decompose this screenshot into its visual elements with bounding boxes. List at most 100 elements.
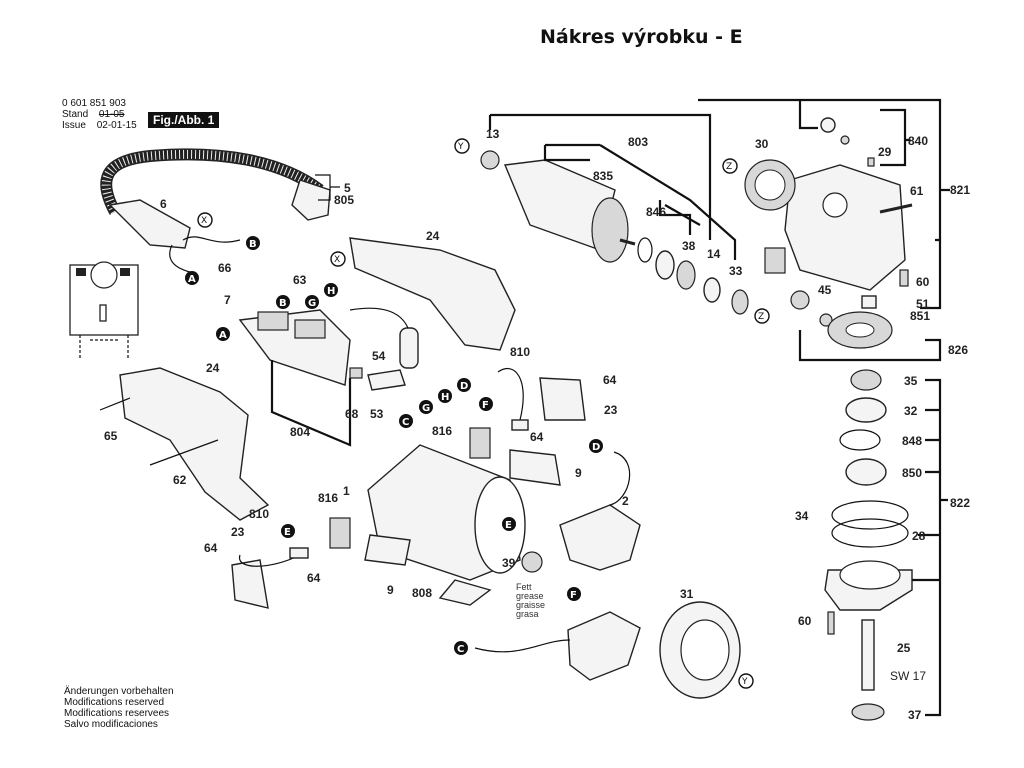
svg-text:C: C [402, 417, 409, 428]
part-label: 810 [510, 345, 530, 359]
stand-label: Stand [62, 109, 89, 120]
connector-z: Z [754, 308, 770, 324]
part-label: 5 [344, 181, 351, 195]
connector-x: X [197, 212, 213, 228]
connector-d: D [589, 439, 603, 453]
svg-text:Y: Y [457, 142, 464, 152]
connector-x: X [330, 251, 346, 267]
part-number: 0 601 851 903 [62, 98, 126, 109]
issue-label: Issue [62, 120, 86, 131]
connector-a: A [185, 271, 199, 285]
part-label: 30 [755, 137, 769, 151]
part-label: 68 [345, 407, 359, 421]
connector-h: H [438, 389, 452, 403]
part-label: 810 [249, 507, 269, 521]
svg-text:G: G [422, 403, 430, 414]
part-label: 850 [902, 466, 922, 480]
footer-line: Modifications reservees [64, 708, 170, 719]
part-label: 840 [908, 134, 928, 148]
part-label: 25 [897, 641, 911, 655]
part-label: 33 [729, 264, 743, 278]
svg-text:Z: Z [726, 162, 732, 172]
page-title: Nákres výrobku - E [540, 26, 743, 48]
issue-value: 02-01-15 [96, 120, 137, 131]
svg-text:G: G [308, 298, 316, 309]
part-label: 23 [231, 525, 245, 539]
part-label: 63 [293, 273, 307, 287]
part-label: 804 [290, 425, 310, 439]
part-label: 13 [486, 127, 500, 141]
connector-a: A [216, 327, 230, 341]
grease-note: Fett grease graisse grasa [516, 582, 545, 619]
power-cord [100, 148, 331, 273]
connector-h: H [324, 283, 338, 297]
part-label: 851 [910, 309, 930, 323]
svg-text:A: A [188, 274, 196, 285]
connector-g: G [305, 295, 319, 309]
part-label: 31 [680, 587, 694, 601]
part-label: 64 [530, 430, 544, 444]
connector-c: C [399, 414, 413, 428]
part-labels: 13 803 835 846 38 14 33 30 840 29 821 61… [104, 127, 970, 722]
svg-text:H: H [441, 392, 449, 403]
svg-text:A: A [219, 330, 227, 341]
part-label: 24 [206, 361, 220, 375]
connector-e: E [502, 517, 516, 531]
wiring-schematic [69, 261, 139, 360]
part-label: 14 [707, 247, 721, 261]
part-label: 816 [432, 424, 452, 438]
connector-d: D [457, 378, 471, 392]
svg-text:grasa: grasa [516, 609, 539, 619]
stand-value: 01-05 [98, 109, 125, 120]
part-label: 846 [646, 205, 666, 219]
gear-housing [744, 117, 913, 327]
connector-f: F [479, 397, 493, 411]
rear-handle-top [349, 237, 516, 351]
footer-line: Salvo modificaciones [64, 719, 158, 730]
part-label: 54 [372, 349, 386, 363]
part-label: 51 [916, 297, 930, 311]
part-label: 39 [502, 556, 516, 570]
svg-text:D: D [592, 442, 600, 453]
part-label: 62 [173, 473, 187, 487]
svg-text:C: C [457, 644, 464, 655]
svg-text:grease: grease [516, 591, 544, 601]
svg-text:D: D [460, 381, 468, 392]
part-label: 24 [426, 229, 440, 243]
part-label: 6 [160, 197, 167, 211]
part-label: 64 [307, 571, 321, 585]
svg-text:Fett: Fett [516, 582, 532, 592]
figure-badge: Fig./Abb. 1 [148, 112, 220, 128]
part-label: 38 [682, 239, 696, 253]
svg-text:Y: Y [741, 677, 748, 687]
part-label: 816 [318, 491, 338, 505]
connector-c: C [454, 641, 468, 655]
part-label: 805 [334, 193, 354, 207]
part-label: 808 [412, 586, 432, 600]
side-handle [119, 367, 270, 521]
connector-g: G [419, 400, 433, 414]
part-label: 1 [343, 484, 350, 498]
svg-text:E: E [284, 527, 291, 538]
part-label: 29 [878, 145, 892, 159]
part-label: 822 [950, 496, 970, 510]
part-label: 848 [902, 434, 922, 448]
part-label: 66 [218, 261, 232, 275]
part-label: 53 [370, 407, 384, 421]
svg-text:B: B [279, 298, 287, 309]
connector-y: Y [454, 138, 470, 154]
part-label: 2 [622, 494, 629, 508]
part-label: 826 [948, 343, 968, 357]
connector-b: B [246, 236, 260, 250]
switch-assembly [238, 307, 419, 447]
svg-text:Z: Z [758, 312, 764, 322]
svg-text:E: E [505, 520, 512, 531]
svg-text:H: H [327, 286, 335, 297]
footer-line: Modifications reserved [64, 697, 165, 708]
connector-y: Y [738, 673, 754, 689]
part-label: 9 [575, 466, 582, 480]
stand-row: Stand 01-05 [62, 109, 137, 120]
connector-z: Z [722, 158, 738, 174]
part-label: 64 [204, 541, 218, 555]
